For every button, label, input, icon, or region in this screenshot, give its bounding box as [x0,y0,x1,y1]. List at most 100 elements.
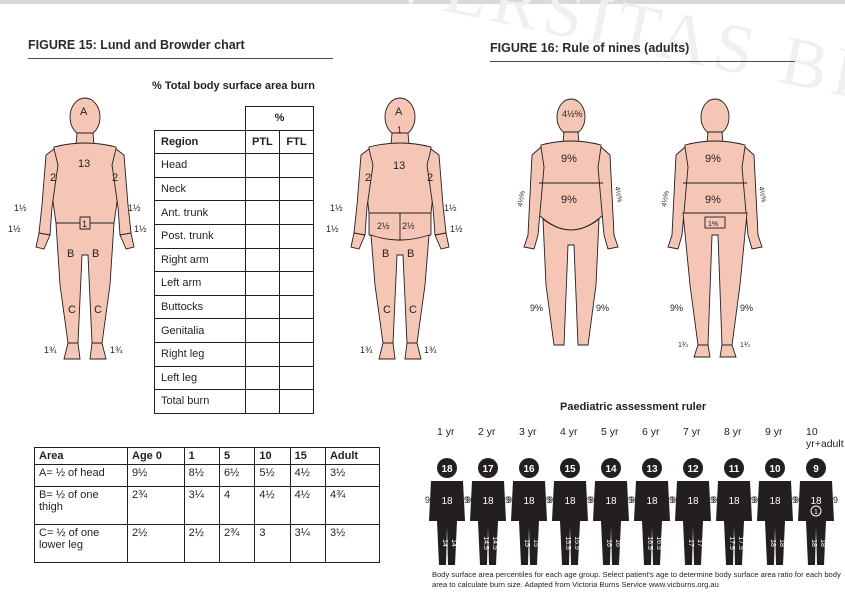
ruler-figure-body [511,481,547,565]
region-name: Post. trunk [155,224,246,248]
ruler-age-label[interactable]: 1 yr [437,426,455,438]
area-header-cell: Area [35,448,128,465]
area-value-cell: 3½ [325,525,379,563]
ptl-cell[interactable] [246,201,280,225]
ftl-cell[interactable] [280,390,314,414]
rule9-front-genital-label: 1% [708,221,718,228]
ruler-trunk-value: 18 [482,496,494,507]
lund-front-hand-right-label: 1½ [134,224,147,234]
rule9-back-figure: 4½% 9% 9% 4½% 4½% 9% 9% [516,95,626,365]
ruler-age-label[interactable]: 7 yr [683,426,701,438]
ruler-age-label[interactable]: 3 yr [519,426,537,438]
ptl-cell[interactable] [246,366,280,390]
ptl-cell[interactable] [246,154,280,178]
ruler-leg-right-value: 15.5 [573,536,580,550]
rule9-back-trunk-upper-label: 9% [561,153,577,165]
ruler-leg-right-value: 16.5 [655,536,662,550]
rule9-front-leg-left-label: 9% [670,303,683,313]
lund-back-leg-left-label: C [383,304,391,316]
ftl-cell[interactable] [280,224,314,248]
area-header-cell: Age 0 [128,448,185,465]
region-table-percent-header: % [246,107,314,131]
ruler-arm-left-value: 9 [671,495,676,505]
ftl-cell[interactable] [280,366,314,390]
region-name: Left leg [155,366,246,390]
ftl-cell[interactable] [280,295,314,319]
region-name: Right leg [155,342,246,366]
ftl-cell[interactable] [280,272,314,296]
ruler-age-label[interactable]: 8 yr [724,426,742,438]
ruler-leg-left-value: 18 [769,539,776,547]
ruler-figure-body [593,481,629,565]
ptl-cell[interactable] [246,295,280,319]
area-value-cell: 2½ [184,525,219,563]
lund-back-upper-arm-right-label: 2 [427,172,433,184]
figure-15-rule [28,58,333,59]
lund-front-upper-arm-left-label: 2 [50,172,56,184]
lund-front-trunk-label: 13 [78,158,90,170]
ftl-cell[interactable] [280,248,314,272]
ptl-header: PTL [246,130,280,154]
ruler-leg-right-value: 17 [696,539,703,547]
ftl-cell[interactable] [280,201,314,225]
region-name: Buttocks [155,295,246,319]
ruler-leg-right-value: 14.5 [491,536,498,550]
ruler-arm-left-value: 9 [630,495,635,505]
ptl-cell[interactable] [246,248,280,272]
ruler-arm-left-value: 9 [425,495,430,505]
ruler-age-label[interactable]: 5 yr [601,426,619,438]
rule9-back-head-label: 4½% [562,109,583,119]
ftl-cell[interactable] [280,342,314,366]
ruler-figure-body [470,481,506,565]
area-value-cell: 6½ [220,465,255,487]
lund-front-head-label: A [80,106,88,118]
area-header-cell: 10 [255,448,290,465]
ptl-cell[interactable] [246,224,280,248]
ruler-arm-right-value: 9 [833,495,838,505]
ruler-trunk-value: 18 [523,496,535,507]
ruler-leg-left-value: 16 [605,539,612,547]
lund-back-trunk-label: 13 [393,160,405,172]
ptl-cell[interactable] [246,390,280,414]
ptl-cell[interactable] [246,177,280,201]
region-name: Left arm [155,272,246,296]
ruler-figure-body [798,481,834,565]
area-value-cell: 2½ [128,525,185,563]
ftl-cell[interactable] [280,177,314,201]
lund-front-thigh-left-label: B [67,248,74,260]
ftl-cell[interactable] [280,319,314,343]
ptl-cell[interactable] [246,342,280,366]
area-value-cell: 5½ [255,465,290,487]
ptl-cell[interactable] [246,319,280,343]
ftl-cell[interactable] [280,154,314,178]
ruler-head-value: 11 [729,464,740,475]
figure-16-rule [490,61,795,62]
rule9-back-leg-right-label: 9% [596,303,609,313]
lund-back-neck-label: 1 [397,125,402,135]
region-row: Left leg [155,366,314,390]
region-row: Right arm [155,248,314,272]
area-value-cell: 4½ [290,465,325,487]
ruler-footnote: Body surface area percentiles for each a… [432,570,844,590]
ruler-leg-left-value: 17.5 [728,536,735,550]
ruler-age-label[interactable]: 9 yr [765,426,783,438]
area-table: AreaAge 0151015Adult A= ½ of head9½8½6½5… [34,447,380,563]
ruler-leg-right-value: 17.5 [737,536,744,550]
ruler-age-label[interactable]: 4 yr [560,426,578,438]
ruler-age-label[interactable]: 6 yr [642,426,660,438]
region-row: Buttocks [155,295,314,319]
region-name: Ant. trunk [155,201,246,225]
ruler-leg-left-value: 15 [523,539,530,547]
ruler-trunk-value: 18 [646,496,658,507]
ptl-cell[interactable] [246,272,280,296]
ruler-figure-body [716,481,752,565]
ruler-head-value: 17 [482,464,494,475]
region-row: Head [155,154,314,178]
ruler-arm-left-value: 9 [753,495,758,505]
ruler-age-label[interactable]: 2 yr [478,426,496,438]
ruler-figure-body [757,481,793,565]
region-name: Genitalia [155,319,246,343]
ruler-trunk-value: 18 [441,496,453,507]
